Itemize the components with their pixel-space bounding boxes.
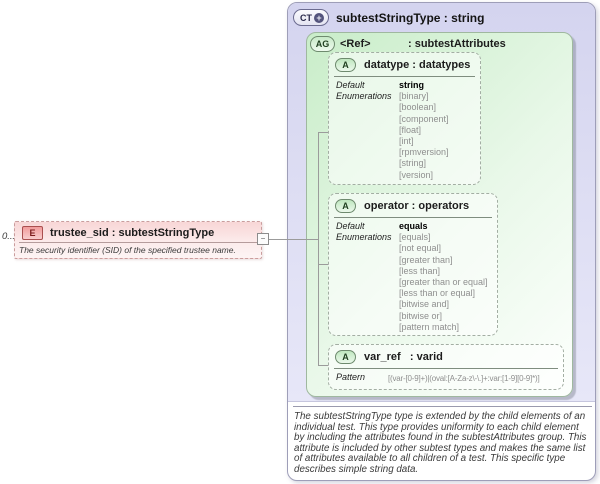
divider [334, 217, 492, 218]
connector-to-operator [319, 264, 329, 265]
enum-value: [boolean] [399, 102, 437, 113]
enum-value: [version] [399, 169, 434, 180]
connector-element-to-type [262, 239, 318, 240]
default-label: Default [336, 80, 365, 90]
connector-to-var-ref [319, 365, 329, 366]
enum-value: [bitwise or] [399, 310, 443, 321]
attribute-datatype-box[interactable]: A datatype : datatypes Default Enumerati… [328, 52, 481, 185]
enumerations-label: Enumerations [336, 232, 392, 243]
default-value: string [399, 80, 425, 90]
complex-type-title: subtestStringType : string [336, 11, 485, 25]
documentation-divider [293, 406, 592, 407]
enum-value: [equals] [399, 232, 431, 243]
default-value: equals [399, 221, 428, 231]
divider [334, 368, 558, 369]
enum-value: [rpmversion] [399, 147, 449, 158]
attribute-operator-box[interactable]: A operator : operators Default Enumerati… [328, 193, 498, 336]
divider [334, 76, 475, 77]
attribute-icon: A [335, 350, 356, 364]
attribute-operator-header: A operator : operators [329, 194, 497, 215]
pattern-label: Pattern [336, 372, 366, 382]
attribute-group-title: : subtestAttributes [408, 38, 506, 50]
cardinality-label: 0..1 [2, 231, 18, 242]
attribute-icon: A [335, 58, 356, 72]
enum-value: [string] [399, 158, 427, 169]
attribute-icon: A [335, 199, 356, 213]
attribute-datatype-header: A datatype : datatypes [329, 53, 480, 74]
connector-to-datatype [319, 132, 329, 133]
enum-value: [pattern match] [399, 321, 460, 332]
collapse-toggle[interactable]: − [257, 233, 269, 245]
pattern-value: [(var-[0-9]+)|(oval:[A-Za-z\-\.]+:var:[1… [388, 374, 540, 383]
enum-value: [less than or equal] [399, 288, 476, 299]
enum-value: [not equal] [399, 243, 442, 254]
enum-value: [less than] [399, 265, 441, 276]
minus-icon: − [260, 234, 266, 243]
attribute-operator-title: operator : operators [364, 200, 470, 212]
enum-value: [int] [399, 136, 414, 147]
element-annotation: The security identifier (SID) of the spe… [19, 245, 236, 255]
enumerations-label: Enumerations [336, 91, 392, 102]
divider [19, 242, 257, 243]
complex-type-header: CT + subtestStringType : string [293, 9, 484, 26]
enum-value: [bitwise and] [399, 299, 450, 310]
expand-plus-icon[interactable]: + [314, 12, 324, 23]
facet-values: equals [equals] [not equal] [greater tha… [399, 221, 488, 333]
facet-labels: Default Enumerations [336, 221, 399, 333]
attribute-var-ref-facets: Pattern [(var-[0-9]+)|(oval:[A-Za-z\-\.]… [329, 369, 563, 384]
complex-type-badge[interactable]: CT + [293, 9, 329, 26]
element-title: trustee_sid : subtestStringType [50, 227, 215, 239]
enum-value: [binary] [399, 91, 429, 102]
attribute-var-ref-box[interactable]: A var_ref : varid Pattern [(var-[0-9]+)|… [328, 344, 564, 390]
attribute-var-ref-header: A var_ref : varid [329, 345, 563, 366]
element-icon: E [22, 226, 43, 240]
facet-labels: Default Enumerations [336, 80, 399, 181]
documentation-text: The subtestStringType type is extended b… [294, 411, 587, 475]
enum-value: [component] [399, 113, 449, 124]
default-label: Default [336, 221, 365, 231]
complex-type-icon: CT [300, 12, 312, 23]
enum-value: [greater than] [399, 254, 453, 265]
enum-value: [float] [399, 124, 422, 135]
attribute-datatype-facets: Default Enumerations string [binary] [bo… [329, 77, 480, 181]
attribute-datatype-title: datatype : datatypes [364, 59, 471, 71]
element-trustee-sid-box[interactable]: E trustee_sid : subtestStringType The se… [14, 221, 262, 259]
facet-values: string [binary] [boolean] [component] [f… [399, 80, 449, 181]
attribute-var-ref-title: var_ref : varid [364, 351, 443, 363]
connector-tree-trunk [318, 132, 319, 366]
attribute-operator-facets: Default Enumerations equals [equals] [no… [329, 218, 497, 333]
attribute-group-ref: <Ref> [340, 38, 371, 50]
element-header: E trustee_sid : subtestStringType [15, 222, 261, 241]
enum-value: [greater than or equal] [399, 277, 488, 288]
attribute-group-icon: AG [310, 36, 335, 52]
